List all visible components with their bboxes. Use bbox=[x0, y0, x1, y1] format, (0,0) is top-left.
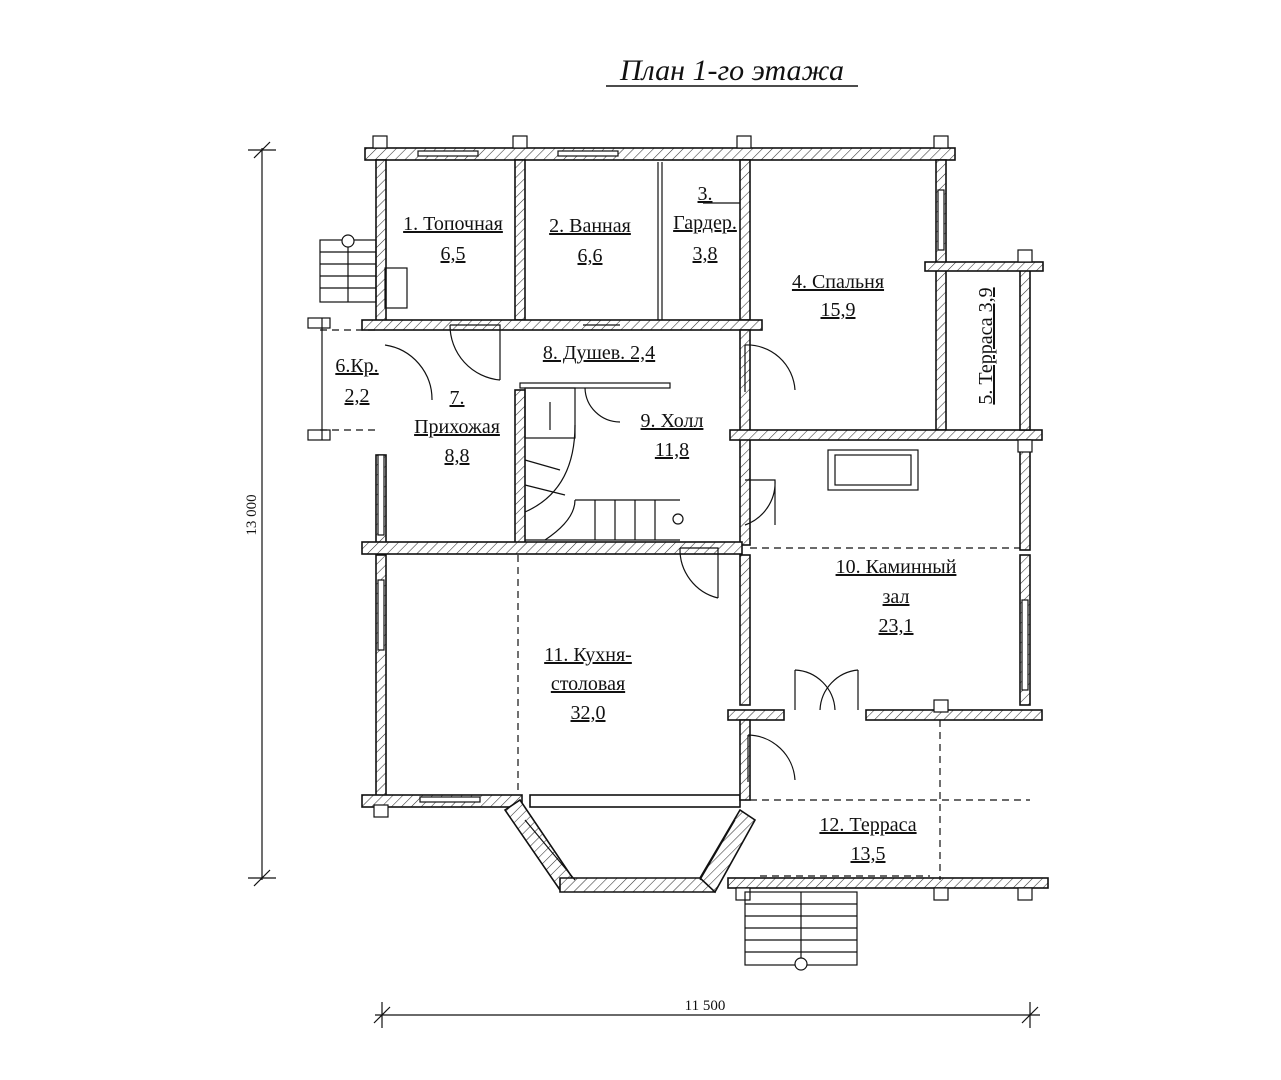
left-entrance-stairs bbox=[307, 234, 408, 441]
room-10-area: 23,1 bbox=[879, 615, 914, 637]
log-ends bbox=[372, 135, 1033, 901]
width-dimension: 11 500 bbox=[373, 998, 1040, 1028]
width-dimension-text: 11 500 bbox=[685, 998, 726, 1014]
room-9-area: 11,8 bbox=[655, 439, 689, 461]
room-10-label: 10. Каминный bbox=[836, 556, 957, 578]
room-labels: 1. Топочная 6,5 2. Ванная 6,6 3. Гардер.… bbox=[335, 183, 997, 865]
dashed-boundaries bbox=[320, 329, 1030, 880]
room-7-label: 7. bbox=[450, 387, 465, 409]
windows bbox=[377, 150, 1029, 803]
height-dimension: 13 000 bbox=[244, 141, 276, 887]
height-dimension-text: 13 000 bbox=[244, 494, 260, 535]
front-entrance-stairs bbox=[744, 891, 858, 971]
room-6-label: 6.Кр. bbox=[335, 355, 378, 377]
room-8-label: 8. Душев. 2,4 bbox=[543, 342, 655, 364]
room-1-area: 6,5 bbox=[441, 243, 466, 265]
room-7-area: 8,8 bbox=[445, 445, 470, 467]
room-3-name: Гардер. bbox=[673, 212, 737, 234]
room-4-area: 15,9 bbox=[821, 299, 856, 321]
room-1-label: 1. Топочная bbox=[403, 213, 503, 235]
shower-partition bbox=[519, 382, 671, 389]
room-11-label: 11. Кухня- bbox=[544, 644, 632, 666]
room-10-name: зал bbox=[883, 586, 910, 608]
room-4-label: 4. Спальня bbox=[792, 271, 884, 293]
room-3-label: 3. bbox=[698, 183, 713, 205]
room-7-name: Прихожая bbox=[414, 416, 500, 438]
room-6-area: 2,2 bbox=[345, 385, 370, 407]
room-2-label: 2. Ванная bbox=[549, 215, 631, 237]
plan-title: План 1-го этажа bbox=[619, 54, 844, 87]
interior-stair bbox=[524, 387, 684, 541]
room-11-area: 32,0 bbox=[571, 702, 606, 724]
bay-window bbox=[503, 798, 757, 894]
room-2-area: 6,6 bbox=[578, 245, 603, 267]
room-5-label: 5. Терраса 3,9 bbox=[975, 287, 997, 404]
room-12-area: 13,5 bbox=[851, 843, 886, 865]
walls bbox=[361, 147, 1049, 889]
doors bbox=[384, 324, 859, 782]
room-12-label: 12. Терраса bbox=[819, 814, 916, 836]
room-9-label: 9. Холл bbox=[641, 410, 704, 432]
room-3-area: 3,8 bbox=[693, 243, 718, 265]
room-11-name: столовая bbox=[551, 673, 625, 695]
